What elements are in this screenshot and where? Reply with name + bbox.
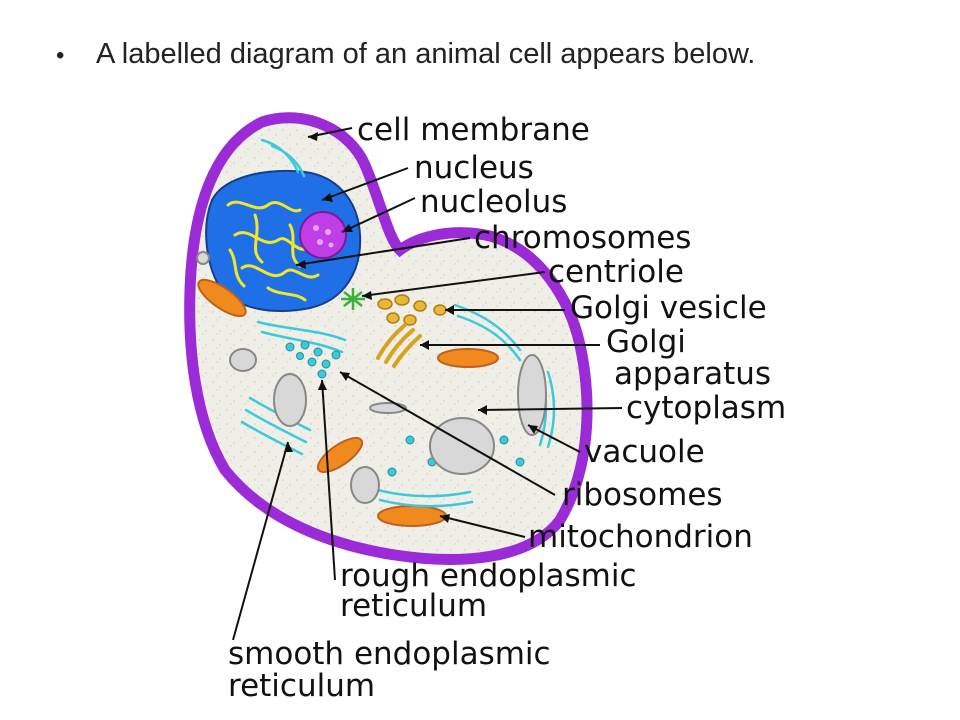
leader-vacuole — [527, 424, 581, 453]
leader-chromosomes — [295, 237, 471, 266]
leader-smooth-er — [232, 441, 289, 641]
bullet-point: • A labelled diagram of an animal cell a… — [56, 38, 755, 71]
label-nucleus: nucleus — [414, 150, 534, 186]
leader-lines — [232, 127, 623, 641]
leader-mitochondrion — [439, 515, 526, 538]
leader-ribosomes — [339, 371, 556, 496]
label-mitochondrion: mitochondrion — [528, 519, 753, 555]
label-apparatus: apparatus — [614, 356, 771, 392]
leader-cytoplasm — [477, 407, 623, 411]
bullet-symbol: • — [56, 42, 65, 69]
label-golgi: Golgi — [606, 324, 686, 360]
labels: cell membrane nucleus nucleolus chromoso… — [228, 112, 786, 704]
label-smooth-er-line2: reticulum — [228, 668, 375, 704]
golgi-vesicles — [377, 294, 447, 326]
label-rough-er-line1: rough endoplasmic — [340, 558, 637, 594]
leader-nucleus — [321, 167, 409, 201]
leader-nucleolus — [341, 197, 416, 233]
arrow-heads — [284, 132, 538, 523]
label-centriole: centriole — [548, 254, 684, 290]
chromosomes — [226, 200, 320, 302]
golgi-apparatus — [376, 323, 422, 368]
bullet-text: A labelled diagram of an animal cell app… — [96, 38, 756, 70]
centriole — [341, 288, 365, 310]
label-rough-er-line2: reticulum — [340, 588, 487, 624]
label-vacuole: vacuole — [584, 434, 705, 470]
leader-rough-er — [321, 379, 336, 581]
nucleolus — [299, 211, 347, 259]
label-ribosomes: ribosomes — [562, 477, 723, 513]
label-golgi-vesicle: Golgi vesicle — [570, 290, 767, 326]
label-chromosomes: chromosomes — [474, 220, 691, 256]
label-smooth-er-line1: smooth endoplasmic — [228, 636, 551, 672]
leader-centriole — [361, 271, 546, 297]
label-cell-membrane: cell membrane — [357, 112, 590, 148]
label-nucleolus: nucleolus — [420, 184, 567, 220]
label-cytoplasm: cytoplasm — [626, 390, 786, 426]
